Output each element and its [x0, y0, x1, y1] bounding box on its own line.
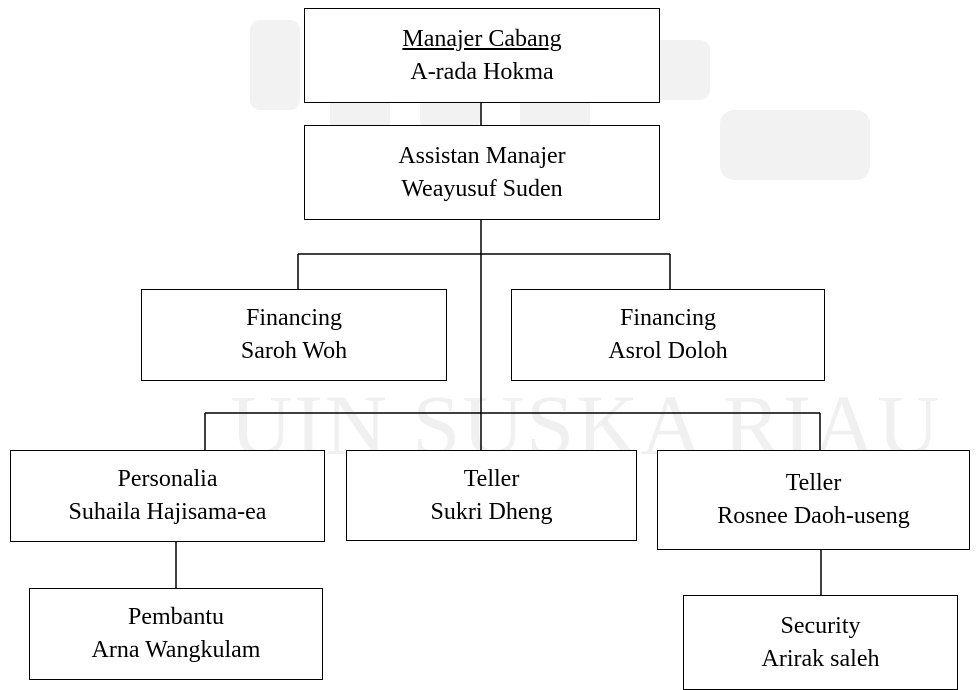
- node-teller-1: Teller Sukri Dheng: [346, 450, 637, 541]
- node-person: Arirak saleh: [761, 645, 880, 672]
- node-person: Arna Wangkulam: [91, 637, 261, 663]
- node-personalia: Personalia Suhaila Hajisama-ea: [10, 450, 325, 542]
- node-title: Manajer Cabang: [402, 25, 562, 52]
- node-person: Saroh Woh: [240, 338, 348, 364]
- node-person: Weayusuf Suden: [401, 175, 563, 202]
- node-title: Personalia: [117, 466, 218, 492]
- node-title: Teller: [463, 465, 520, 492]
- node-assistan-manajer: Assistan Manajer Weayusuf Suden: [304, 125, 660, 220]
- node-person: A-rada Hokma: [410, 58, 554, 85]
- node-title: Assistan Manajer: [398, 142, 566, 169]
- node-teller-2: Teller Rosnee Daoh-useng: [657, 450, 970, 550]
- node-title: Teller: [785, 470, 842, 496]
- node-title: Financing: [246, 305, 342, 331]
- node-security: Security Arirak saleh: [683, 595, 958, 690]
- node-title: Financing: [620, 305, 716, 331]
- node-financing-1: Financing Saroh Woh: [141, 289, 447, 381]
- node-title: Security: [780, 612, 861, 639]
- node-pembantu: Pembantu Arna Wangkulam: [29, 588, 323, 680]
- node-person: Asrol Doloh: [608, 338, 728, 364]
- node-person: Rosnee Daoh-useng: [717, 503, 910, 529]
- node-person: Suhaila Hajisama-ea: [68, 499, 267, 525]
- node-person: Sukri Dheng: [430, 498, 553, 525]
- node-title: Pembantu: [128, 604, 224, 630]
- node-financing-2: Financing Asrol Doloh: [511, 289, 825, 381]
- node-manajer-cabang: Manajer Cabang A-rada Hokma: [304, 8, 660, 103]
